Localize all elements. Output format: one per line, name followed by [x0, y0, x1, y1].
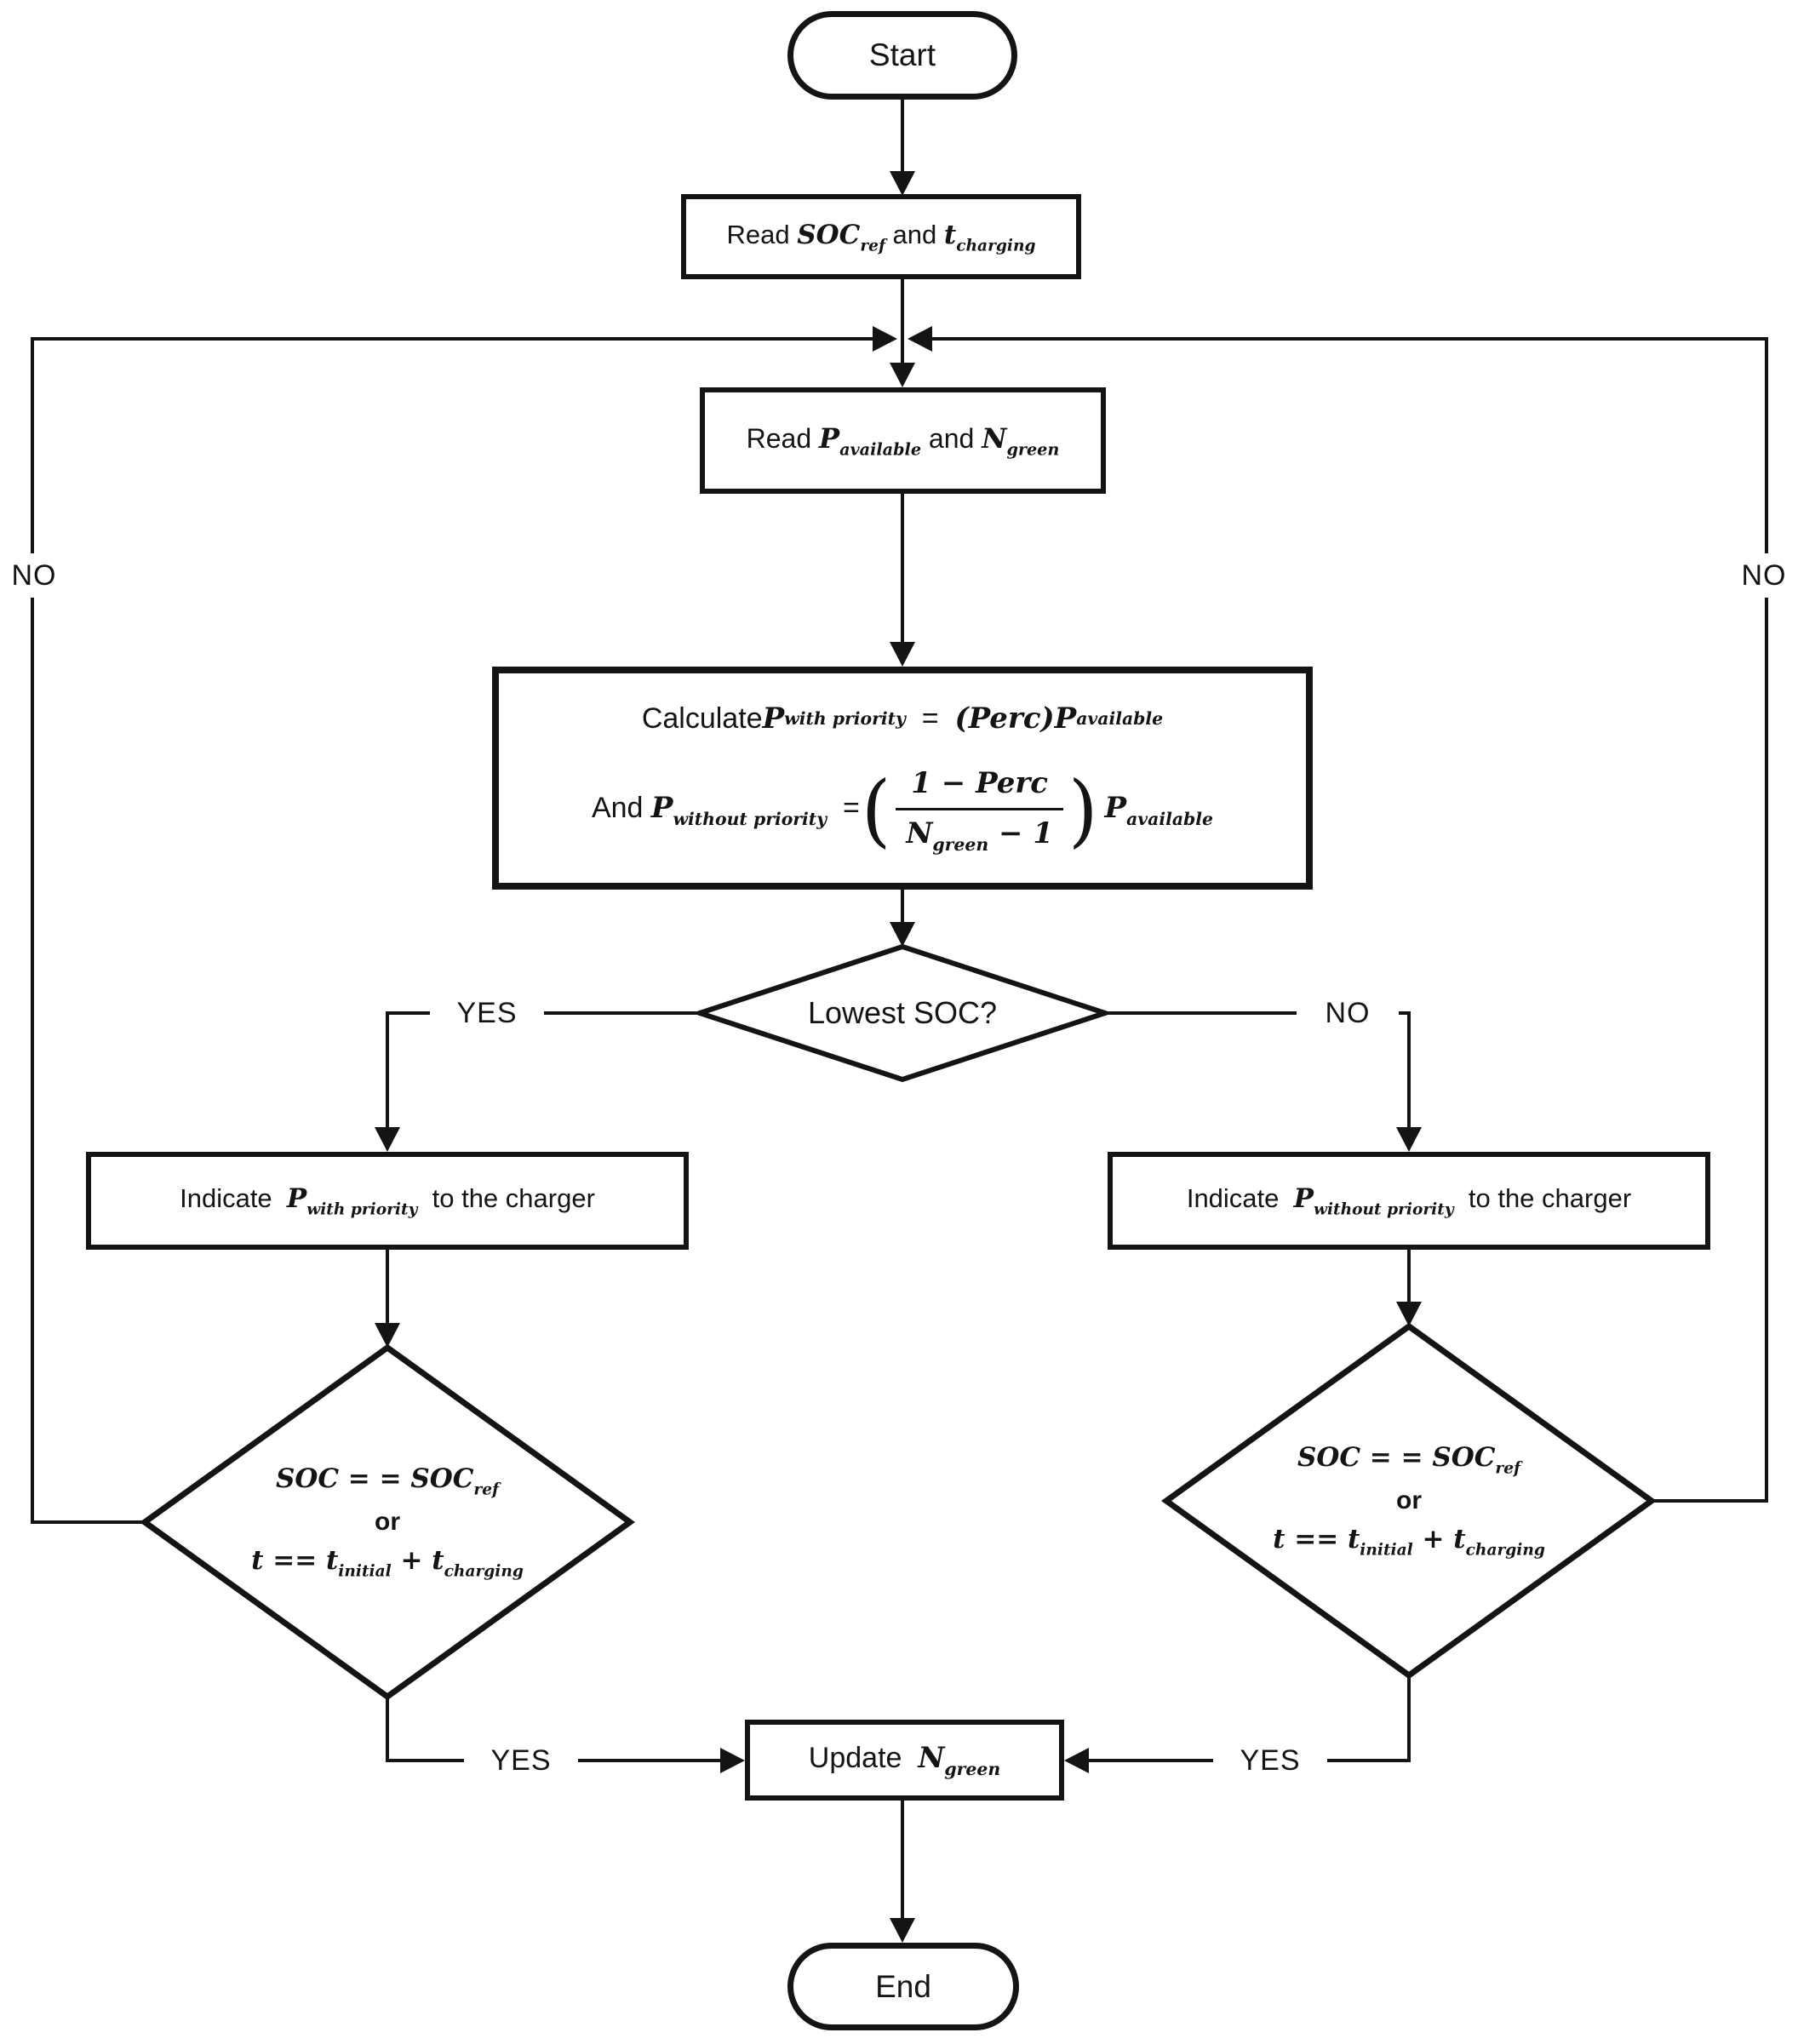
decision-left-shape: [140, 1343, 635, 1701]
edge-lowest-soc-yes: [375, 1011, 700, 1152]
check-left-line1: SOC = = SOCref: [275, 1463, 500, 1499]
decision-right-shape: [1161, 1322, 1657, 1680]
check-right-line1: SOC = = SOCref: [1297, 1442, 1521, 1478]
fraction: 1 − Perc Ngreen − 1: [896, 764, 1063, 857]
edge-indicate-right-to-check-right: [1396, 1250, 1422, 1326]
read-soc-node: Read SOCref and tcharging: [681, 194, 1081, 279]
open-paren: (: [861, 763, 891, 856]
indicate-no-priority-label: Indicate Pwithout priority to the charge…: [1186, 1183, 1632, 1219]
edge-update-to-end: [890, 1801, 915, 1943]
label-right-done-yes: YES: [1213, 1738, 1327, 1783]
calculate-line2: And Pwithout priority = ( 1 − Perc Ngree…: [592, 764, 1213, 857]
label-lowest-yes: YES: [430, 991, 544, 1035]
end-node: End: [787, 1943, 1019, 2030]
check-left-or: or: [375, 1507, 400, 1536]
edge-indicate-left-to-check-left: [375, 1250, 400, 1348]
lowest-soc-text: Lowest SOC?: [807, 994, 998, 1030]
update-label: Update Ngreen: [808, 1740, 1001, 1779]
label-right-loop-no: NO: [1730, 553, 1798, 598]
indicate-priority-label: Indicate Pwith priority to the charger: [180, 1183, 595, 1219]
decision-lowest-soc-label: Lowest SOC?: [732, 983, 1073, 1043]
decision-left-label: SOC = = SOCref or t == tinitial + tcharg…: [175, 1423, 600, 1619]
read-power-label: Read Pavailable and Ngreen: [746, 421, 1060, 460]
check-left-line2: t == tinitial + tcharging: [251, 1544, 524, 1580]
edge-read-soc-to-read-power: [890, 279, 915, 387]
edge-right-no-loop: [908, 326, 1768, 1503]
edge-check-left-yes-to-update: [386, 1697, 745, 1773]
calculate-line2-suffix: Pavailable: [1104, 791, 1214, 830]
calculate-line2-prefix: And Pwithout priority =: [591, 791, 860, 830]
edge-calculate-to-lowest-soc: [890, 890, 915, 947]
fraction-numerator: 1 − Perc: [911, 765, 1049, 800]
check-right-or: or: [1396, 1486, 1422, 1514]
decision-right-label: SOC = = SOCref or t == tinitial + tcharg…: [1196, 1402, 1622, 1598]
indicate-no-priority-node: Indicate Pwithout priority to the charge…: [1108, 1152, 1710, 1250]
edge-start-to-read-soc: [890, 100, 915, 196]
start-node: Start: [787, 11, 1017, 100]
label-lowest-no: NO: [1297, 991, 1399, 1035]
read-soc-label: Read SOCref and tcharging: [726, 219, 1036, 255]
check-right-line2: t == tinitial + tcharging: [1273, 1523, 1545, 1559]
decision-lowest-soc-shape: [691, 943, 1114, 1083]
fraction-denominator: Ngreen − 1: [896, 807, 1063, 857]
close-paren: ): [1068, 763, 1098, 856]
read-power-node: Read Pavailable and Ngreen: [700, 387, 1106, 494]
label-left-loop-no: NO: [0, 553, 68, 598]
indicate-priority-node: Indicate Pwith priority to the charger: [86, 1152, 689, 1250]
label-left-done-yes: YES: [464, 1738, 578, 1783]
edge-check-right-yes-to-update: [1064, 1675, 1411, 1773]
end-label: End: [875, 1968, 931, 2004]
update-node: Update Ngreen: [745, 1720, 1064, 1801]
edge-lowest-soc-no: [1105, 1011, 1422, 1152]
edge-read-power-to-calculate: [890, 494, 915, 667]
start-label: Start: [868, 37, 936, 73]
edge-left-no-loop: [31, 326, 897, 1524]
